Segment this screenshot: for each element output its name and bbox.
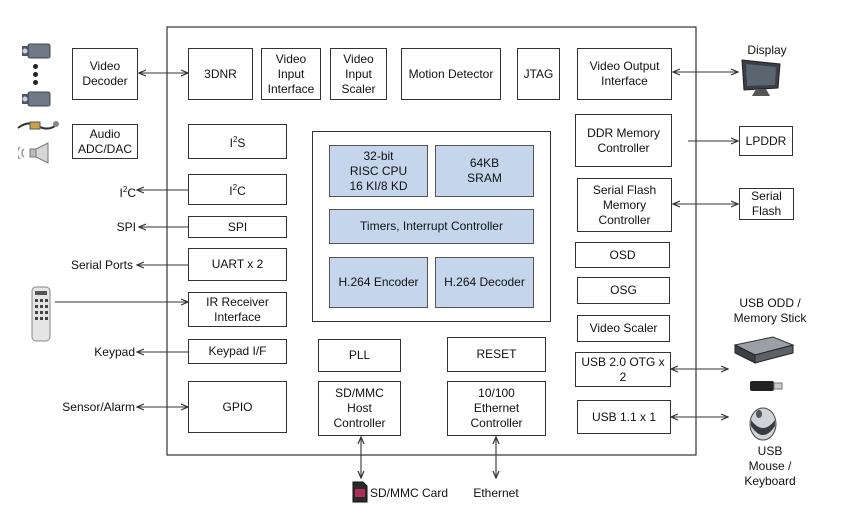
uart-block: UART x 2 <box>188 248 287 281</box>
jtag-block: JTAG <box>517 48 560 100</box>
ddr-memory-controller-block: DDR Memory Controller <box>575 114 672 167</box>
i2c-label-main: I <box>119 186 123 200</box>
sensor-alarm-label: Sensor/Alarm <box>62 400 135 414</box>
usb-11-block: USB 1.1 x 1 <box>577 400 671 434</box>
video-input-scaler-block: Video Input Scaler <box>330 48 387 100</box>
ir-receiver-interface-block: IR Receiver Interface <box>188 292 287 327</box>
soc-outline <box>166 26 697 456</box>
ellipsis-dots-icon <box>33 64 39 88</box>
i2s-block: I2S <box>188 124 287 159</box>
pll-block: PLL <box>318 339 401 372</box>
i2c-main: I <box>229 184 233 198</box>
osg-block: OSG <box>577 277 670 304</box>
ethernet-controller-block: 10/100 Ethernet Controller <box>447 381 546 436</box>
speaker-icon <box>18 142 49 164</box>
i2s-superscript: 2 <box>232 135 238 144</box>
video-decoder-block: Video Decoder <box>72 48 138 100</box>
spi-block: SPI <box>188 216 287 238</box>
spi-external-label: SPI <box>116 220 136 234</box>
risc-cpu-block: 32-bit RISC CPU 16 KI/8 KD <box>329 145 428 197</box>
i2c-label-sup: 2 <box>122 185 128 194</box>
i2s-tail: S <box>237 136 246 150</box>
i2c-tail: C <box>237 184 246 198</box>
mouse-icon <box>749 407 777 441</box>
i2s-text: I2S <box>230 132 246 151</box>
i2c-label-tail: C <box>127 186 136 200</box>
audio-adc-dac-block: Audio ADC/DAC <box>72 124 138 159</box>
serial-flash-memory-controller-block: Serial Flash Memory Controller <box>577 178 672 232</box>
usb-mouse-keyboard-label: USB Mouse / Keyboard <box>744 444 796 488</box>
gpio-block: GPIO <box>188 381 287 433</box>
video-scaler-block: Video Scaler <box>577 315 670 342</box>
i2c-block: I2C <box>188 174 287 205</box>
serial-ports-label: Serial Ports <box>70 258 133 272</box>
ethernet-label: Ethernet <box>473 486 519 500</box>
usb-otg-block: USB 2.0 OTG x 2 <box>575 352 671 387</box>
remote-control-icon <box>31 286 51 342</box>
usb-stick-icon <box>750 381 783 391</box>
video-output-interface-block: Video Output Interface <box>577 48 672 100</box>
camera-icon <box>22 91 51 107</box>
h264-encoder-block: H.264 Encoder <box>329 257 428 308</box>
sd-mmc-card-label: SD/MMC Card <box>370 486 449 500</box>
timers-interrupt-controller-block: Timers, Interrupt Controller <box>329 209 534 244</box>
h264-decoder-block: H.264 Decoder <box>435 257 534 308</box>
monitor-icon <box>741 59 781 96</box>
keypad-interface-block: Keypad I/F <box>188 339 287 364</box>
lpddr-block: LPDDR <box>739 126 793 156</box>
reset-block: RESET <box>447 337 546 372</box>
optical-drive-icon <box>733 336 795 364</box>
i2s-main: I <box>229 136 233 150</box>
i2c-text: I2C <box>229 180 245 199</box>
sd-mmc-host-controller-block: SD/MMC Host Controller <box>318 381 401 436</box>
video-input-interface-block: Video Input Interface <box>261 48 321 100</box>
keypad-label: Keypad <box>94 345 135 359</box>
osd-block: OSD <box>575 242 670 268</box>
i2c-external-label: I2C <box>96 182 136 201</box>
3dnr-block: 3DNR <box>188 48 253 100</box>
sd-card-icon <box>352 481 368 503</box>
motion-detector-block: Motion Detector <box>401 48 501 100</box>
camera-icon <box>22 43 51 59</box>
cable-connector-icon <box>17 121 59 130</box>
display-label: Display <box>747 43 787 57</box>
usb-odd-memory-stick-label: USB ODD / Memory Stick <box>733 296 807 325</box>
serial-flash-block: Serial Flash <box>739 188 794 220</box>
i2c-superscript: 2 <box>232 183 238 192</box>
sram-block: 64KB SRAM <box>435 145 534 197</box>
